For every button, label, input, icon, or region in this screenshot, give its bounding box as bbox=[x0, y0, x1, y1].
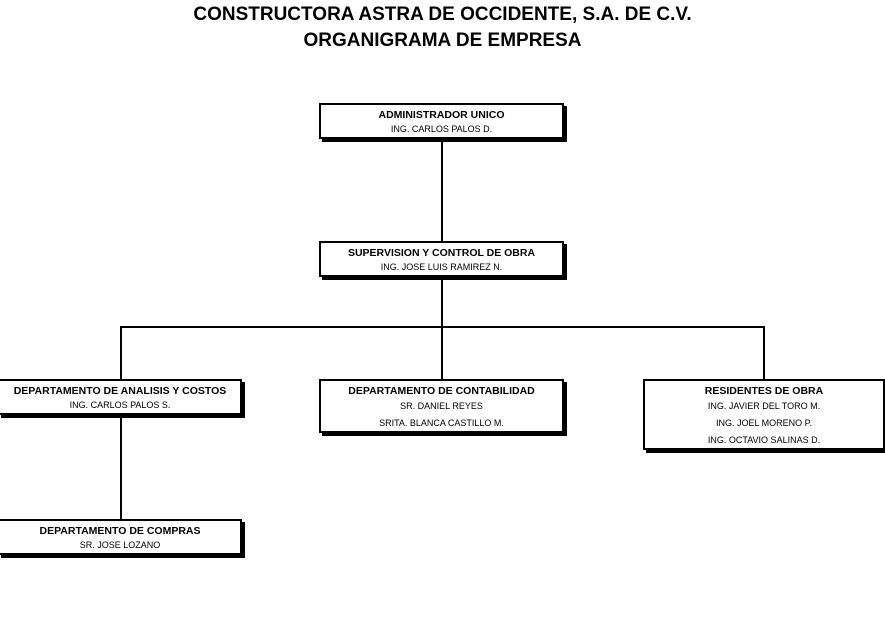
box-person: ING. CARLOS PALOS S. bbox=[69, 400, 171, 410]
org-box-contabilidad: DEPARTAMENTO DE CONTABILIDAD SR. DANIEL … bbox=[319, 379, 564, 433]
box-person: ING. OCTAVIO SALINAS D. bbox=[707, 435, 821, 445]
box-person: ING. JOSE LUIS RAMIREZ N. bbox=[380, 262, 503, 272]
connector-to-residentes bbox=[763, 326, 765, 380]
box-title: DEPARTAMENTO DE CONTABILIDAD bbox=[348, 385, 535, 397]
box-title: SUPERVISION Y CONTROL DE OBRA bbox=[347, 247, 536, 259]
box-title: DEPARTAMENTO DE COMPRAS bbox=[39, 525, 201, 537]
connector-analisis-compras bbox=[120, 414, 122, 520]
chart-subtitle: ORGANIGRAMA DE EMPRESA bbox=[303, 30, 582, 51]
box-title: DEPARTAMENTO DE ANALISIS Y COSTOS bbox=[13, 385, 227, 397]
connector-to-contabilidad bbox=[441, 326, 443, 380]
box-person: SR. JOSE LOZANO bbox=[79, 540, 161, 550]
org-box-analisis-costos: DEPARTAMENTO DE ANALISIS Y COSTOS ING. C… bbox=[0, 379, 242, 415]
box-title: RESIDENTES DE OBRA bbox=[704, 385, 824, 397]
company-title: CONSTRUCTORA ASTRA DE OCCIDENTE, S.A. DE… bbox=[193, 4, 692, 25]
connector-admin-supervision bbox=[441, 138, 443, 242]
org-box-administrador-unico: ADMINISTRADOR UNICO ING. CARLOS PALOS D. bbox=[319, 103, 564, 139]
box-title: ADMINISTRADOR UNICO bbox=[378, 109, 505, 121]
org-box-residentes-obra: RESIDENTES DE OBRA ING. JAVIER DEL TORO … bbox=[643, 379, 885, 450]
box-person: SR. DANIEL REYES bbox=[400, 401, 483, 411]
box-person: ING. CARLOS PALOS D. bbox=[390, 124, 493, 134]
box-person: SRITA. BLANCA CASTILLO M. bbox=[379, 418, 504, 428]
org-box-supervision: SUPERVISION Y CONTROL DE OBRA ING. JOSE … bbox=[319, 241, 564, 277]
connector-supervision-branch bbox=[441, 276, 443, 328]
box-person: ING. JAVIER DEL TORO M. bbox=[707, 401, 821, 411]
connector-to-analisis bbox=[120, 326, 122, 380]
org-box-compras: DEPARTAMENTO DE COMPRAS SR. JOSE LOZANO bbox=[0, 519, 242, 555]
box-person: ING. JOEL MORENO P. bbox=[715, 418, 813, 428]
